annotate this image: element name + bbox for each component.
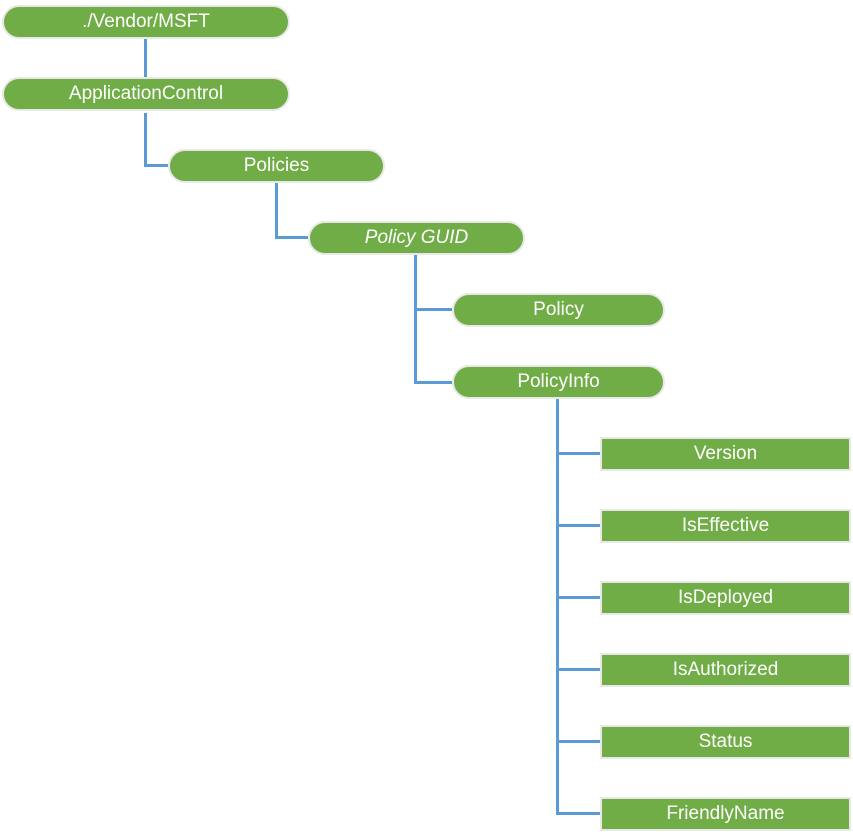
connector-policyguid-to-policyinfo (414, 381, 452, 384)
connector-policyinfo-to-version (556, 452, 600, 455)
node-status: Status (600, 725, 851, 759)
node-application-control: ApplicationControl (2, 77, 290, 111)
connector-policies-to-policyguid-horizontal (275, 236, 308, 239)
node-friendly-name: FriendlyName (600, 797, 851, 831)
node-policy-info: PolicyInfo (452, 365, 665, 399)
node-policy: Policy (452, 293, 665, 327)
connector-policyinfo-to-isdeployed (556, 596, 600, 599)
connector-policyinfo-to-iseffective (556, 524, 600, 527)
connector-policyguid-to-policy (414, 308, 452, 311)
connector-policyinfo-to-friendlyname (556, 812, 600, 815)
connector-vendor-to-applicationcontrol (144, 39, 147, 77)
node-vendor-msft: ./Vendor/MSFT (2, 5, 290, 39)
connector-policyinfo-trunk (556, 399, 559, 815)
connector-applicationcontrol-to-policies-vertical (144, 113, 147, 167)
node-is-effective: IsEffective (600, 509, 851, 543)
node-version: Version (600, 437, 851, 471)
node-is-authorized: IsAuthorized (600, 653, 851, 687)
node-policies: Policies (168, 149, 385, 183)
connector-policyguid-trunk (414, 255, 417, 384)
node-policy-guid: Policy GUID (308, 221, 525, 255)
node-is-deployed: IsDeployed (600, 581, 851, 615)
connector-policyinfo-to-isauthorized (556, 668, 600, 671)
connector-policies-to-policyguid-vertical (275, 183, 278, 239)
connector-applicationcontrol-to-policies-horizontal (144, 164, 168, 167)
connector-policyinfo-to-status (556, 740, 600, 743)
